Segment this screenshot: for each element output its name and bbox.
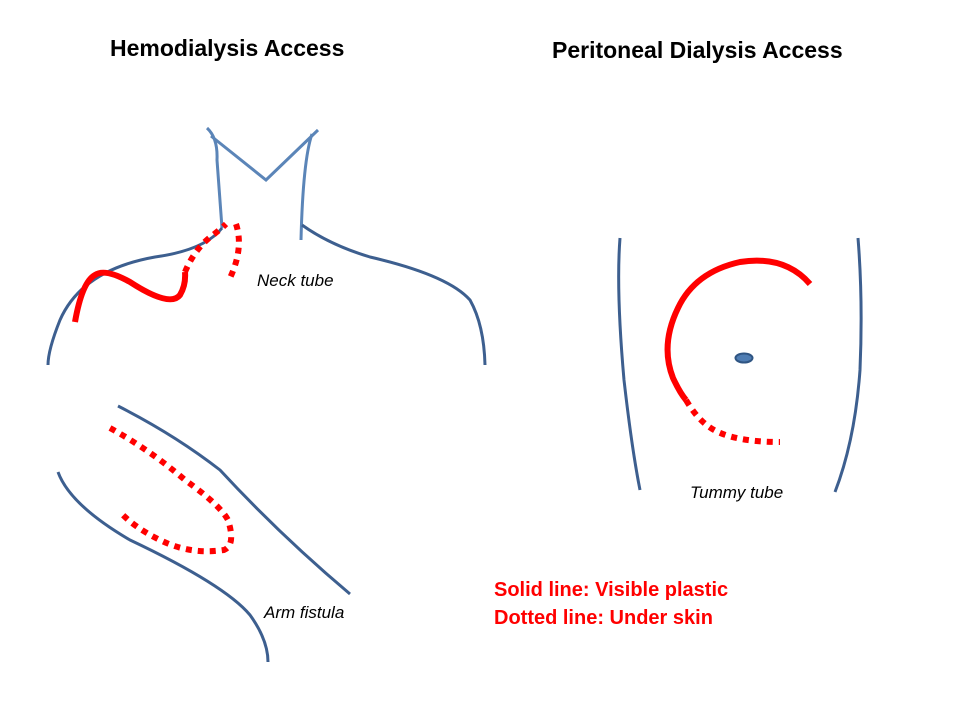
tummy-tube-label: Tummy tube [690, 483, 784, 502]
abdomen-left-outline [617, 237, 642, 491]
left-shoulder-outline [46, 227, 224, 366]
neck-shoulders-figure [46, 126, 487, 366]
neck-tube-solid [72, 269, 189, 323]
neck-tube-dotted-return [227, 223, 242, 280]
tummy-tube-dotted [683, 398, 781, 445]
abdomen-right-outline [833, 237, 863, 493]
legend-dotted: Dotted line: Under skin [494, 607, 713, 629]
neck-left-outline [205, 126, 224, 229]
navel-icon [734, 352, 754, 364]
neck-tube-label: Neck tube [257, 271, 334, 290]
arm-lower-outline [56, 471, 270, 663]
legend-solid: Solid line: Visible plastic [494, 579, 729, 601]
right-shoulder-outline [301, 223, 487, 366]
hemodialysis-title: Hemodialysis Access [110, 35, 345, 61]
arm-fistula-label: Arm fistula [264, 603, 345, 622]
arm-fistula-dotted [108, 425, 235, 555]
arm-upper-outline [117, 404, 351, 596]
tummy-tube-solid [664, 257, 813, 402]
neck-tube-dotted [182, 221, 229, 274]
abdomen-figure [617, 237, 863, 493]
chin-outline [210, 128, 320, 182]
legend: Solid line: Visible plastic Dotted line:… [494, 576, 728, 632]
arm-figure [56, 404, 351, 663]
neck-right-outline [299, 133, 314, 241]
peritoneal-title: Peritoneal Dialysis Access [552, 37, 843, 63]
